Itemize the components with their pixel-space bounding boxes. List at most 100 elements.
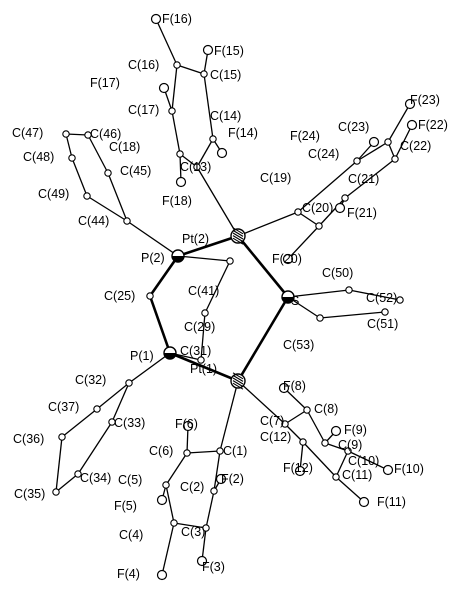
- bond-c11-c12: [302, 441, 337, 478]
- atom-f20: [282, 253, 294, 265]
- atom-label-c50: C(50): [322, 266, 353, 280]
- atom-f17: [158, 82, 170, 94]
- atom-c10: [344, 447, 352, 455]
- bond-s-c50: [287, 289, 350, 298]
- atom-label-c37: C(37): [48, 400, 79, 414]
- atom-label-f22: F(22): [418, 118, 448, 132]
- atom-label-c3: C(3): [181, 525, 205, 539]
- atom-c19: [294, 208, 302, 216]
- atom-c18: [176, 150, 184, 158]
- atom-label-f9: F(9): [344, 423, 367, 437]
- atom-c9: [321, 439, 329, 447]
- atom-label-f12: F(12): [283, 461, 313, 475]
- bond-c49-c44: [86, 195, 128, 222]
- atom-label-c22: C(22): [400, 139, 431, 153]
- atom-c32: [125, 379, 133, 387]
- atom-label-c16: C(16): [128, 58, 159, 72]
- atom-label-p1: P(1): [130, 349, 154, 363]
- atom-label-f21: F(21): [347, 206, 377, 220]
- atom-label-pt2: Pt(2): [182, 232, 209, 246]
- atom-label-f4: F(4): [117, 567, 140, 581]
- atom-label-c34: C(34): [80, 471, 111, 485]
- atom-s: [281, 290, 295, 304]
- atom-label-c32: C(32): [75, 373, 106, 387]
- atom-label-c20: C(20): [302, 201, 333, 215]
- atom-f12: [294, 465, 306, 477]
- atom-c8: [303, 406, 311, 414]
- atom-f10: [382, 464, 394, 476]
- atom-c6: [183, 449, 191, 457]
- atom-label-c51: C(51): [367, 317, 398, 331]
- atom-c12: [299, 438, 307, 446]
- atom-c41: [226, 257, 234, 265]
- atom-f22: [406, 119, 418, 131]
- bond-c21-c22: [344, 158, 396, 199]
- atom-label-f2: F(2): [221, 472, 244, 486]
- atom-label-c6: C(6): [149, 444, 173, 458]
- atom-c52: [396, 296, 404, 304]
- atom-label-f6: F(6): [175, 417, 198, 431]
- atom-pt1: [230, 372, 246, 390]
- bond-pt1-c7: [237, 380, 286, 425]
- bond-c16-f16: [155, 18, 178, 66]
- atom-c29: [201, 309, 209, 317]
- atom-c49: [83, 192, 91, 200]
- atom-label-c2: C(2): [180, 480, 204, 494]
- atom-label-c33: C(33): [114, 416, 145, 430]
- atom-label-c11: C(11): [342, 468, 372, 482]
- atom-c48: [68, 154, 76, 162]
- atom-f3: [196, 555, 208, 567]
- atom-label-c4: C(4): [119, 528, 143, 542]
- atom-label-c5: C(5): [118, 473, 142, 487]
- atom-c36: [58, 433, 66, 441]
- atom-label-f16: F(16): [162, 12, 192, 26]
- atom-label-c9: C(9): [338, 438, 362, 452]
- bond-c2-c3: [205, 490, 215, 529]
- atom-label-c44: C(44): [78, 214, 109, 228]
- atom-label-c10: C(10): [348, 454, 379, 468]
- bond-c33-c34: [77, 421, 113, 475]
- atom-pt2: [230, 227, 246, 245]
- bond-c50-c52: [348, 289, 401, 301]
- bond-c9-c10: [324, 442, 349, 452]
- atom-f6: [182, 420, 194, 432]
- bond-pt1-c1: [219, 380, 239, 452]
- bond-c15-c16: [176, 64, 205, 75]
- bond-c29-c31: [200, 312, 206, 361]
- atom-c11: [332, 473, 340, 481]
- bond-c44-c45: [107, 172, 128, 222]
- atom-c33: [108, 418, 116, 426]
- bond-c48-c49: [71, 157, 88, 197]
- atom-c16: [173, 61, 181, 69]
- atom-label-f14: F(14): [228, 126, 258, 140]
- atom-label-f3: F(3): [202, 560, 225, 574]
- bond-pt2-c19: [237, 211, 299, 237]
- atom-label-c23: C(23): [338, 120, 369, 134]
- bond-c11-f11: [335, 476, 365, 503]
- atom-c17: [168, 107, 176, 115]
- atom-p2: [171, 249, 185, 263]
- bond-c41-c29: [204, 260, 231, 314]
- atom-label-f5: F(5): [114, 499, 137, 513]
- atom-label-s: S: [291, 294, 299, 308]
- atom-c7: [281, 420, 289, 428]
- bond-c24-c19: [297, 160, 358, 213]
- atom-c31: [197, 356, 205, 364]
- bond-c45-c46: [87, 134, 109, 174]
- bond-c20-c21: [318, 197, 346, 227]
- atom-label-c35: C(35): [14, 487, 45, 501]
- atom-f8: [278, 382, 290, 394]
- atom-c46: [84, 131, 92, 139]
- bond-c8-c9: [306, 409, 326, 444]
- atom-label-c18: C(18): [109, 140, 140, 154]
- atom-label-c21: C(21): [348, 172, 379, 186]
- atom-f21: [334, 202, 346, 214]
- atom-label-pt1: Pt(1): [190, 362, 217, 376]
- atom-p1: [163, 346, 177, 360]
- atom-label-c17: C(17): [128, 103, 159, 117]
- bond-c23-f23: [387, 103, 411, 143]
- atom-label-c1: C(1): [223, 444, 247, 458]
- atom-label-c15: C(15): [210, 68, 241, 82]
- atom-c4: [170, 519, 178, 527]
